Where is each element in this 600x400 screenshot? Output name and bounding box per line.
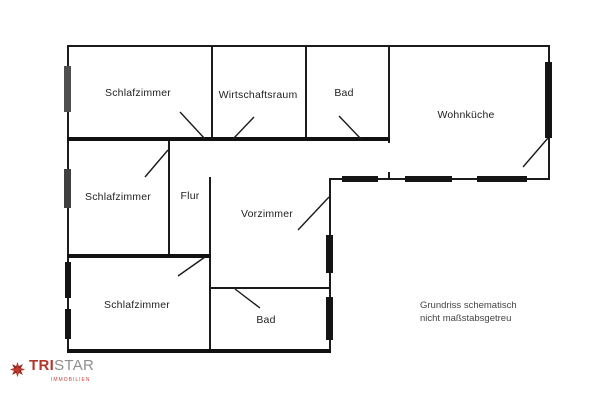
wall-bold-middle-divider [67, 254, 211, 258]
window-marker [326, 297, 333, 340]
scale-disclaimer: Grundriss schematisch nicht maßstabsgetr… [420, 299, 517, 325]
room-label-schlafzimmer-middle: Schlafzimmer [85, 191, 151, 203]
tristar-logo: TRISTAR IMMOBILIEN [9, 358, 94, 388]
door-swing-line [144, 149, 169, 178]
door-swing-line [179, 111, 206, 140]
tristar-logo-text: TRISTAR IMMOBILIEN [29, 358, 94, 388]
tristar-star-icon [9, 361, 26, 378]
wall-bold-upper-divider [67, 137, 390, 141]
wall-flur-left [168, 141, 170, 256]
door-swing-line [297, 196, 330, 231]
wall-divider-wirtschaft-bad [305, 45, 307, 141]
window-marker [64, 66, 71, 112]
door-swing-line [522, 137, 549, 168]
window-marker [405, 176, 452, 182]
room-label-bad-bottom: Bad [256, 314, 276, 326]
door-swing-line [234, 288, 261, 309]
scale-disclaimer-line2: nicht maßstabsgetreu [420, 313, 512, 324]
room-label-bad-top: Bad [334, 87, 354, 99]
logo-brand-primary: TRI [29, 357, 55, 374]
wall-bold-outer-bottom [67, 349, 331, 353]
window-marker [65, 262, 71, 298]
window-marker [477, 176, 527, 182]
window-marker [342, 176, 378, 182]
door-swing-line [232, 116, 255, 140]
wall-divider-bad-wohnkueche [388, 45, 390, 143]
room-label-wohnkueche: Wohnküche [437, 109, 495, 121]
window-marker [64, 169, 71, 208]
logo-subtitle: IMMOBILIEN [51, 377, 91, 383]
room-label-schlafzimmer-top: Schlafzimmer [105, 87, 171, 99]
wall-divider-schlaf-wirtschaft [211, 45, 213, 141]
wall-outer-top [67, 45, 550, 47]
door-swing-line [338, 115, 362, 140]
room-label-wirtschaftsraum: Wirtschaftsraum [218, 89, 298, 101]
room-label-flur: Flur [180, 190, 200, 202]
door-swing-line [177, 256, 206, 277]
scale-disclaimer-line1: Grundriss schematisch [420, 300, 517, 311]
window-marker [326, 235, 333, 273]
window-marker [65, 309, 71, 339]
wall-flur-right [209, 177, 211, 353]
room-label-schlafzimmer-bottom: Schlafzimmer [104, 299, 170, 311]
wall-bad-bottom-top [209, 287, 330, 289]
logo-brand-secondary: STAR [54, 357, 95, 374]
room-label-vorzimmer: Vorzimmer [241, 208, 293, 220]
window-marker [545, 62, 552, 138]
wall-stub-388 [388, 172, 390, 180]
